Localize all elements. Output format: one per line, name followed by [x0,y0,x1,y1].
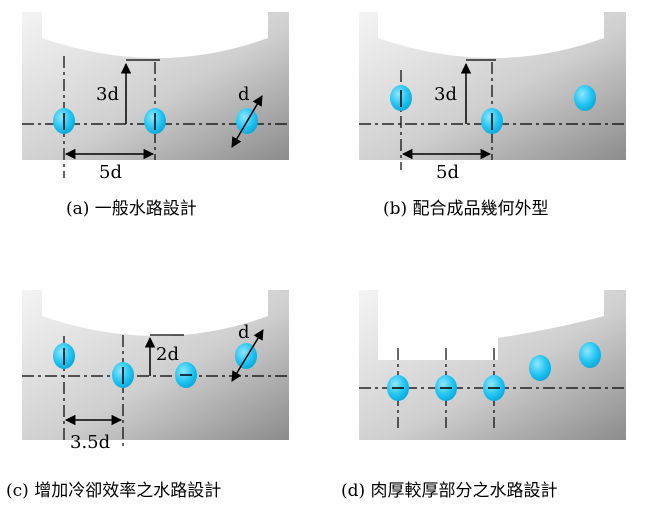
mold-block [359,290,494,360]
cooling-channel [574,85,596,111]
panel-a: 3d 5d d [22,12,289,183]
mold-block [359,290,626,440]
caption-b: (b) 配合成品幾何外型 [383,199,549,219]
cooling-channel [529,355,551,381]
depth-label: 2d [156,344,179,365]
caption-c: (c) 增加冷卻效率之水路設計 [6,481,221,501]
cooling-channel [579,342,601,368]
diameter-label: d [238,84,250,105]
mold-block [22,290,289,440]
diameter-dimension [231,95,263,148]
pitch-label: 3.5d [70,432,110,453]
caption-a: (a) 一般水路設計 [66,199,197,219]
panel-b: 3d 5d [359,12,626,183]
cooling-channel [235,343,257,369]
panel-c: 2d 3.5d d [22,290,289,453]
depth-label: 3d [96,84,119,105]
pitch-label: 5d [436,162,459,183]
diameter-dimension [231,329,264,382]
diameter-label: d [238,322,250,343]
pitch-label: 5d [99,162,122,183]
depth-label: 3d [434,84,457,105]
caption-d: (d) 肉厚較厚部分之水路設計 [341,481,558,501]
panel-d [359,290,626,440]
